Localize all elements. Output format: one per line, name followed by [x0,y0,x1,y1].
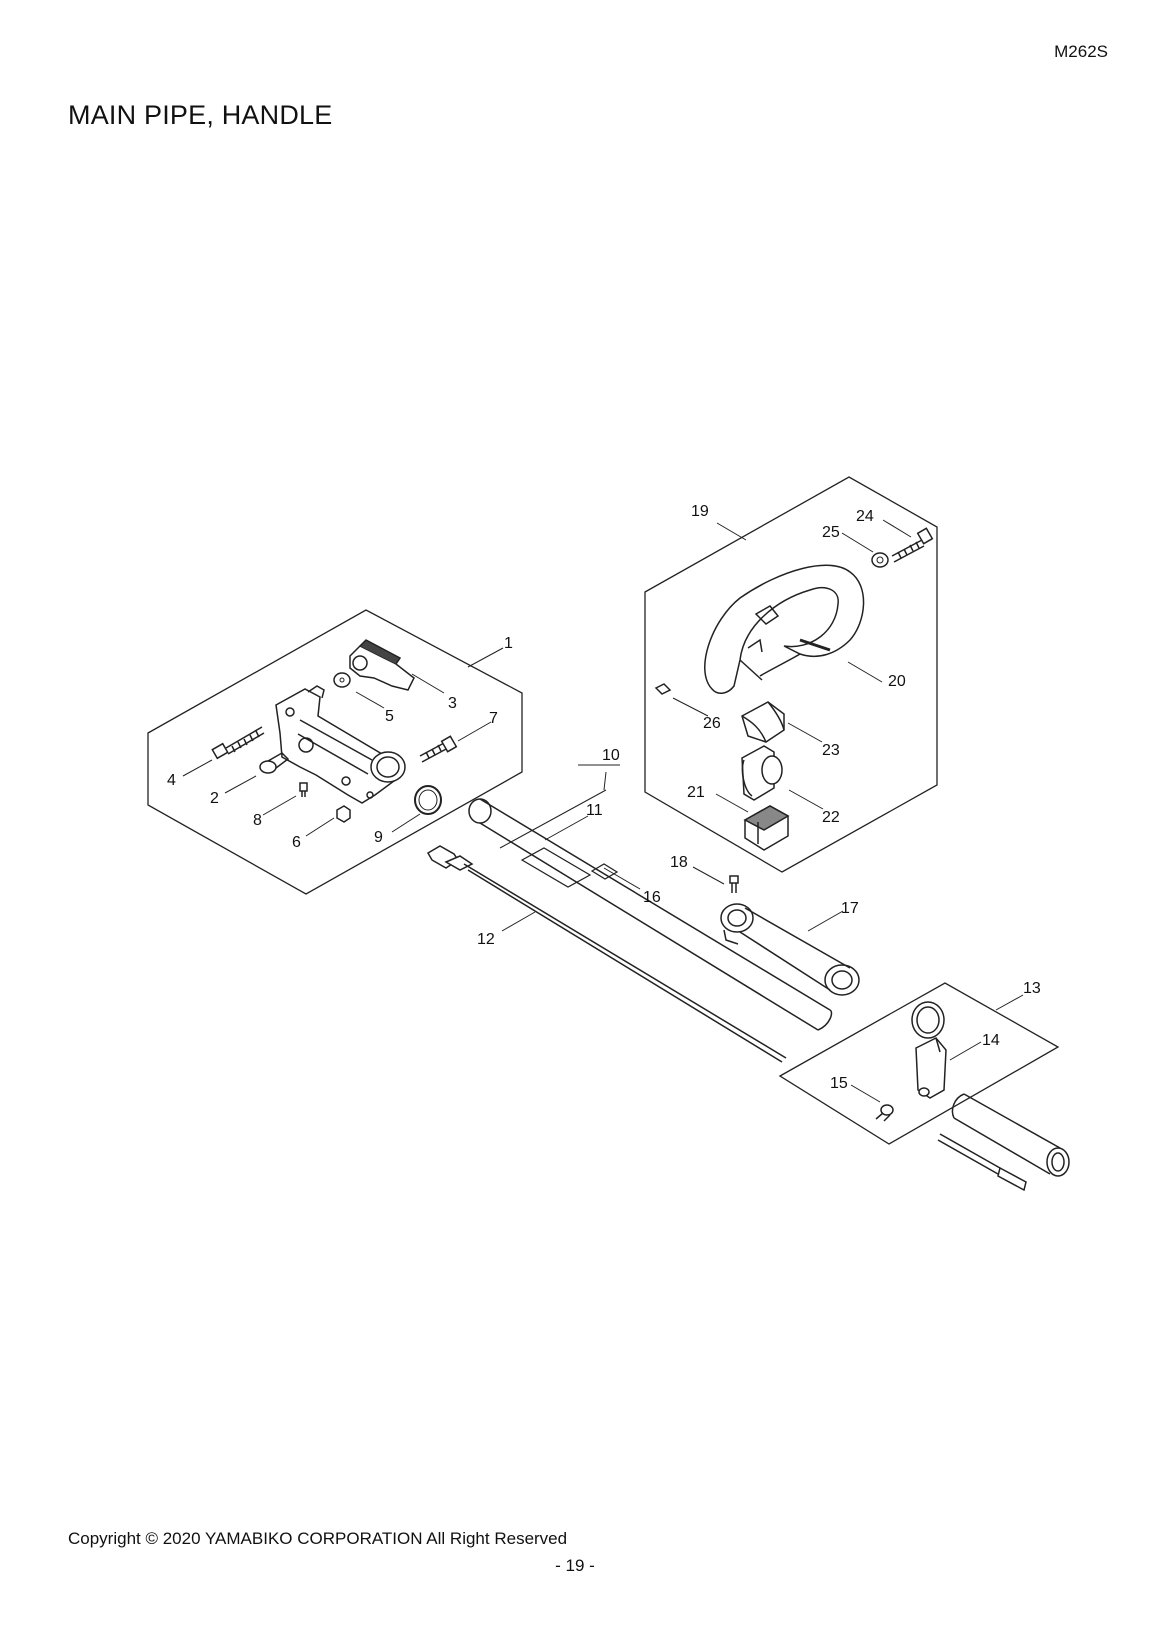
part-10-main-pipe [468,798,833,1031]
callout-7: 7 [489,710,498,727]
part-15-screw [875,1104,894,1122]
callout-24: 24 [856,508,874,525]
callout-19: 19 [691,503,709,520]
part-23-half-collar [741,701,785,743]
part-8-screw [299,782,308,797]
callout-3: 3 [448,695,457,712]
callout-25: 25 [822,524,840,541]
callout-13: 13 [1023,980,1041,997]
callout-21: 21 [687,784,705,801]
part-9-o-ring [414,785,442,815]
part-16-label [590,863,619,880]
callout-17: 17 [841,900,859,917]
copyright-notice: Copyright © 2020 YAMABIKO CORPORATION Al… [68,1529,568,1548]
part-12-drive-shaft [426,845,787,1063]
part-26-square-nut [654,683,672,695]
rear-pipe-section [951,1093,1070,1177]
part-2-nut [259,752,290,774]
part-11-label [520,847,592,888]
rear-shaft-end [937,1133,1027,1192]
part-7-bolt [419,735,458,763]
callout-8: 8 [253,812,262,829]
callout-23: 23 [822,742,840,759]
callout-2: 2 [210,790,219,807]
callout-18: 18 [670,854,688,871]
part-24-handle-bolt [891,527,934,563]
callout-26: 26 [703,715,721,732]
page-title: MAIN PIPE, HANDLE [68,100,333,131]
callout-5: 5 [385,708,394,725]
part-17-handle-bracket [720,903,860,996]
part-20-loop-handle [704,564,865,694]
callout-4: 4 [167,772,176,789]
callout-22: 22 [822,809,840,826]
callout-10: 10 [602,747,620,764]
leader-lines [182,519,1024,1103]
page-number: - 19 - [555,1556,595,1575]
part-22-collar [741,745,783,801]
part-1-clamp-body [275,685,406,804]
callout-20: 20 [888,673,906,690]
callout-1: 1 [504,635,513,652]
callout-6: 6 [292,834,301,851]
callout-labels: 1 2 3 4 5 6 7 8 9 10 11 12 13 14 15 16 1… [167,503,1041,1092]
part-25-washer [871,552,889,568]
callout-11: 11 [586,802,603,819]
callout-15: 15 [830,1075,848,1092]
part-18-screw [729,875,739,893]
callout-12: 12 [477,931,495,948]
part-5-washer [333,672,351,688]
part-21-block [743,805,790,851]
part-6-hex-nut [336,805,351,823]
group-box-13 [778,982,1060,1145]
group-box-1 [147,609,523,895]
callout-14: 14 [982,1032,1000,1049]
group-box-19 [644,476,938,873]
part-14-clamp [911,1001,947,1099]
callout-9: 9 [374,829,383,846]
model-code: M262S [1054,42,1108,61]
part-4-bolt [211,726,265,760]
callout-16: 16 [643,889,661,906]
part-3-lever [349,639,415,691]
